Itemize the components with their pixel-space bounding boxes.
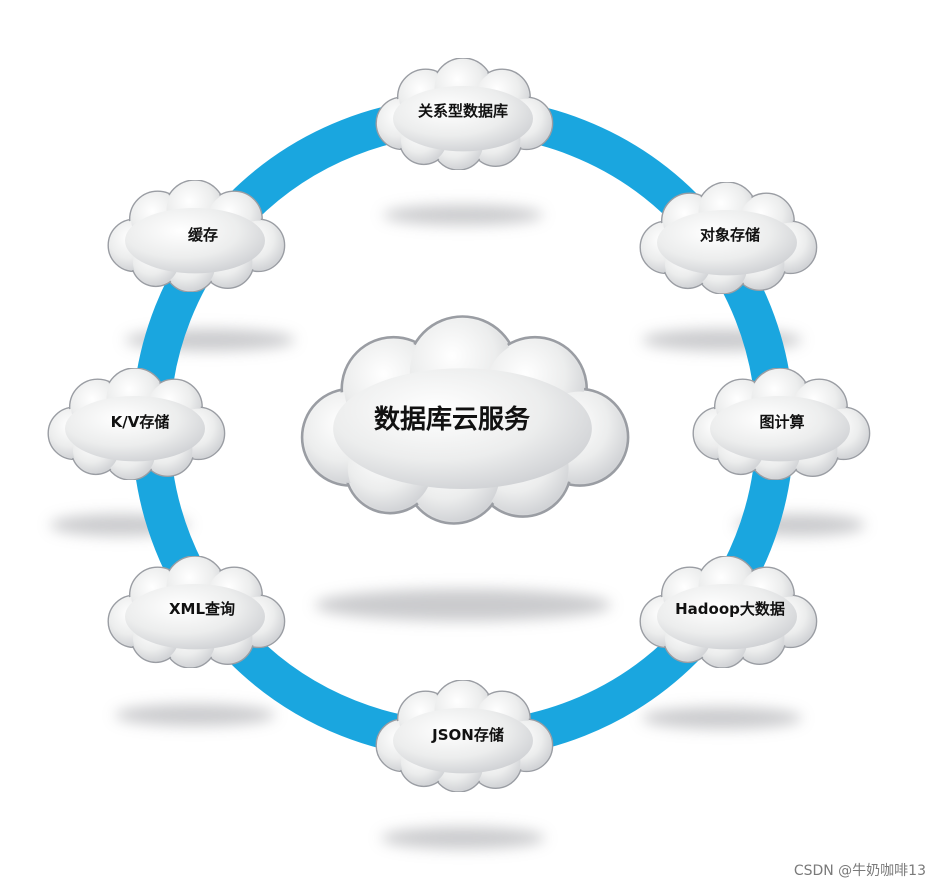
- watermark-text: CSDN @牛奶咖啡13: [793, 863, 926, 879]
- cloud-label: JSON存储: [431, 726, 504, 744]
- cloud-label: 对象存储: [700, 226, 760, 244]
- center-cloud: 数据库云服务: [300, 315, 630, 525]
- cloud-node-json-storage: JSON存储: [375, 680, 554, 792]
- shadows: [50, 205, 865, 849]
- cloud-label: Hadoop大数据: [675, 600, 785, 618]
- cloud-node-hadoop-bigdata: Hadoop大数据: [639, 556, 818, 668]
- cloud-label: K/V存储: [111, 413, 170, 431]
- cloud-label: XML查询: [169, 600, 235, 618]
- center-cloud-label: 数据库云服务: [374, 405, 530, 435]
- cloud-label: 缓存: [188, 226, 218, 244]
- cloud-node-kv-storage: K/V存储: [47, 368, 226, 480]
- cloud-label: 图计算: [759, 413, 804, 431]
- cloud-node-relational-db: 关系型数据库: [375, 58, 554, 170]
- cloud-label: 关系型数据库: [418, 102, 508, 120]
- cloud-node-graph-computing: 图计算: [692, 368, 871, 480]
- cloud-node-cache: 缓存: [107, 180, 286, 292]
- cloud-node-xml-query: XML查询: [107, 556, 286, 668]
- cloud-node-object-storage: 对象存储: [639, 182, 818, 294]
